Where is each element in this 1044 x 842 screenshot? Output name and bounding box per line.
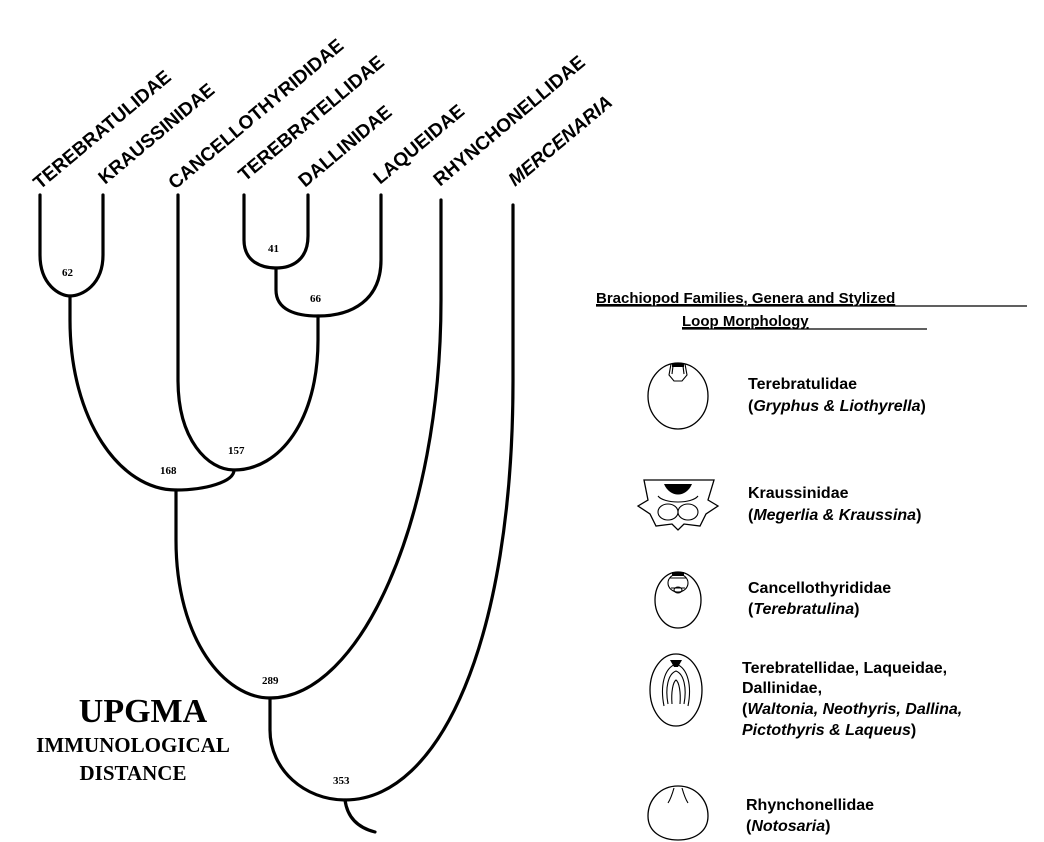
branch-node-66 [276,195,381,316]
legend-genera-kraussinidae: (Megerlia & Kraussina) [748,507,921,524]
terebratulid-loop-icon [648,363,708,429]
legend-family-rhynchonellidae: Rhynchonellidae [746,797,874,814]
kraussinid-loop-icon [638,480,718,530]
cancellothyridid-loop-icon [655,572,701,628]
method-subtitle-line2: DISTANCE [80,761,187,785]
branch-node-353 [270,205,513,800]
legend-genera-cancellothyrididae: (Terebratulina) [748,601,859,618]
method-subtitle-line1: IMMUNOLOGICAL [36,733,230,757]
rhynchonellid-loop-icon [648,786,708,840]
node-label-41: 41 [268,243,279,255]
legend-family-kraussinidae: Kraussinidae [748,485,849,502]
legend: Brachiopod Families, Genera and Stylized… [596,290,1027,840]
branch-node-62 [40,195,103,296]
branch-root [345,800,375,832]
legend-family-terebratellidae-line2: Dallinidae, [742,680,822,697]
method-title: UPGMA [79,693,208,730]
node-label-62: 62 [62,267,74,279]
node-label-66: 66 [310,293,322,305]
legend-family-terebratellidae-line1: Terebratellidae, Laqueidae, [742,660,947,677]
terebratellid-loop-icon [650,654,702,726]
branch-node-41 [244,195,308,268]
node-label-353: 353 [333,775,350,787]
branch-node-157 [178,195,318,470]
legend-genera-terebratulidae: (Gryphus & Liothyrella) [748,398,926,415]
legend-family-terebratulidae: Terebratulidae [748,376,857,393]
node-label-289: 289 [262,675,279,687]
legend-genera-rhynchonellidae: (Notosaria) [746,818,830,835]
legend-genera-terebratellidae-line1: (Waltonia, Neothyris, Dallina, [742,701,962,718]
legend-title-line2: Loop Morphology [682,313,809,330]
legend-genera-terebratellidae-line2: Pictothyris & Laqueus) [742,722,916,739]
node-label-168: 168 [160,465,177,477]
legend-title-line1: Brachiopod Families, Genera and Stylized [596,290,895,307]
branch-node-289 [176,200,441,698]
legend-family-cancellothyrididae: Cancellothyrididae [748,580,891,597]
node-label-157: 157 [228,445,245,457]
